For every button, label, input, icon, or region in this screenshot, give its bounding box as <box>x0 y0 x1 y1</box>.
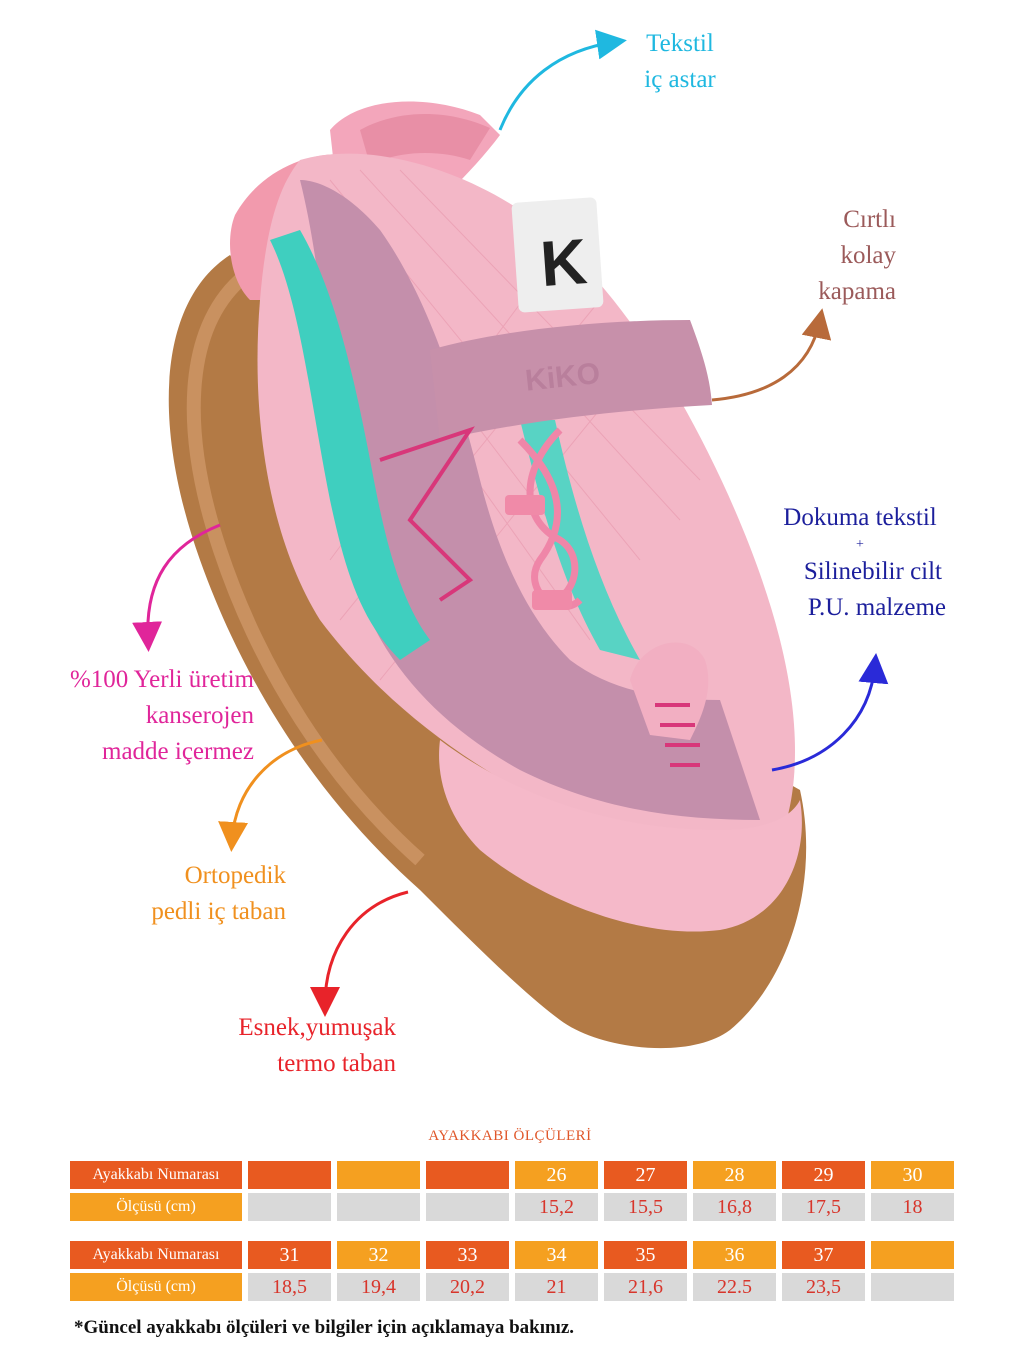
size-cell: 27 <box>604 1161 687 1189</box>
measure-cell: 21 <box>515 1273 598 1301</box>
callout-local: %100 Yerli üretim kanserojen madde içerm… <box>40 662 254 770</box>
measure-row-block1: Ölçüsü (cm) 15,2 15,5 16,8 17,5 18 <box>70 1193 954 1221</box>
callout-lining: Tekstil iç astar <box>620 26 740 98</box>
size-cell <box>248 1161 331 1189</box>
size-cell: 35 <box>604 1241 687 1269</box>
measure-cell: 15,2 <box>515 1193 598 1221</box>
size-cell: 37 <box>782 1241 865 1269</box>
size-cell: 31 <box>248 1241 331 1269</box>
measure-cell: 16,8 <box>693 1193 776 1221</box>
shoe-collar-inner <box>360 114 490 165</box>
size-row-label: Ayakkabı Numarası <box>70 1241 242 1269</box>
shoe-lace-loop-1 <box>505 495 545 515</box>
callout-closure-line2: kolay <box>840 242 896 269</box>
callout-insole-line1: Ortopedik <box>184 862 286 889</box>
shoe-velcro-strap <box>430 320 712 440</box>
callout-local-line1: %100 Yerli üretim <box>69 666 254 693</box>
measure-cell: 21,6 <box>604 1273 687 1301</box>
size-row-block1: Ayakkabı Numarası 26 27 28 29 30 <box>70 1161 954 1189</box>
callout-material-line2: Silinebilir cilt <box>803 558 942 585</box>
size-row-block2: Ayakkabı Numarası 31 32 33 34 35 36 37 <box>70 1241 954 1269</box>
arrow-lining <box>498 29 627 131</box>
size-cell: 29 <box>782 1161 865 1189</box>
arrows-layer <box>132 29 889 1017</box>
callout-closure-line1: Cırtlı <box>843 206 896 233</box>
shoe-toe-cap <box>439 740 802 932</box>
size-table-title: AYAKKABI ÖLÇÜLERİ <box>428 1128 592 1144</box>
shoe-sole-highlight <box>186 274 425 866</box>
shoe-lace-loop-2 <box>532 590 572 610</box>
measure-row-label: Ölçüsü (cm) <box>70 1193 242 1221</box>
callout-lining-line2: iç astar <box>644 66 716 93</box>
shoe-brand-text: KiKO <box>524 357 602 398</box>
shoe-logo-letter: K <box>538 225 589 300</box>
callout-material-line1: Dokuma tekstil <box>783 504 937 531</box>
callout-sole-line2: termo taban <box>277 1050 396 1077</box>
measure-cell: 18,5 <box>248 1273 331 1301</box>
measure-cell: 20,2 <box>426 1273 509 1301</box>
callout-sole-line1: Esnek,yumuşak <box>238 1014 396 1041</box>
size-cell: 34 <box>515 1241 598 1269</box>
measure-cell <box>426 1193 509 1221</box>
callout-local-line3: madde içermez <box>102 738 254 765</box>
measure-row-label: Ölçüsü (cm) <box>70 1273 242 1301</box>
callout-lining-line1: Tekstil <box>646 30 714 57</box>
callout-closure: Cırtlı kolay kapama <box>760 202 896 310</box>
size-cell: 33 <box>426 1241 509 1269</box>
size-cell: 30 <box>871 1161 954 1189</box>
callout-local-line2: kanserojen <box>145 702 254 729</box>
callout-closure-line3: kapama <box>818 278 896 305</box>
callout-material: Dokuma tekstil + Silinebilir cilt P.U. m… <box>770 500 970 626</box>
size-row-label: Ayakkabı Numarası <box>70 1161 242 1189</box>
size-cell <box>871 1241 954 1269</box>
shoe-pull-tab <box>630 642 709 740</box>
measure-row-block2: Ölçüsü (cm) 18,5 19,4 20,2 21 21,6 22.5 … <box>70 1273 954 1301</box>
shoe-accent-stitch <box>379 426 700 767</box>
shoe-overlay <box>300 180 760 820</box>
arrow-material <box>771 653 889 772</box>
callout-material-plus: + <box>856 537 864 552</box>
measure-cell: 23,5 <box>782 1273 865 1301</box>
callout-insole-line2: pedli iç taban <box>151 898 286 925</box>
measure-cell <box>871 1273 954 1301</box>
shoe-teal-stripe <box>270 230 430 660</box>
measure-cell <box>248 1193 331 1221</box>
measure-cell: 19,4 <box>337 1273 420 1301</box>
arrow-local <box>132 523 221 652</box>
size-cell: 32 <box>337 1241 420 1269</box>
size-cell <box>337 1161 420 1189</box>
shoe-image: K KiKO <box>168 101 807 1049</box>
callout-material-line3: P.U. malzeme <box>807 594 946 621</box>
arrow-closure <box>711 308 832 402</box>
arrow-insole <box>218 738 323 852</box>
size-cell: 36 <box>693 1241 776 1269</box>
measure-cell: 17,5 <box>782 1193 865 1221</box>
measure-cell: 22.5 <box>693 1273 776 1301</box>
measure-cell: 18 <box>871 1193 954 1221</box>
arrow-sole <box>310 890 409 1017</box>
footnote: *Güncel ayakkabı ölçüleri ve bilgiler iç… <box>74 1317 575 1338</box>
size-cell: 26 <box>515 1161 598 1189</box>
callout-sole: Esnek,yumuşak termo taban <box>190 1010 396 1082</box>
size-cell: 28 <box>693 1161 776 1189</box>
shoe-tongue-tab <box>511 197 604 313</box>
measure-cell <box>337 1193 420 1221</box>
measure-cell: 15,5 <box>604 1193 687 1221</box>
size-cell <box>426 1161 509 1189</box>
callout-insole: Ortopedik pedli iç taban <box>90 858 286 930</box>
